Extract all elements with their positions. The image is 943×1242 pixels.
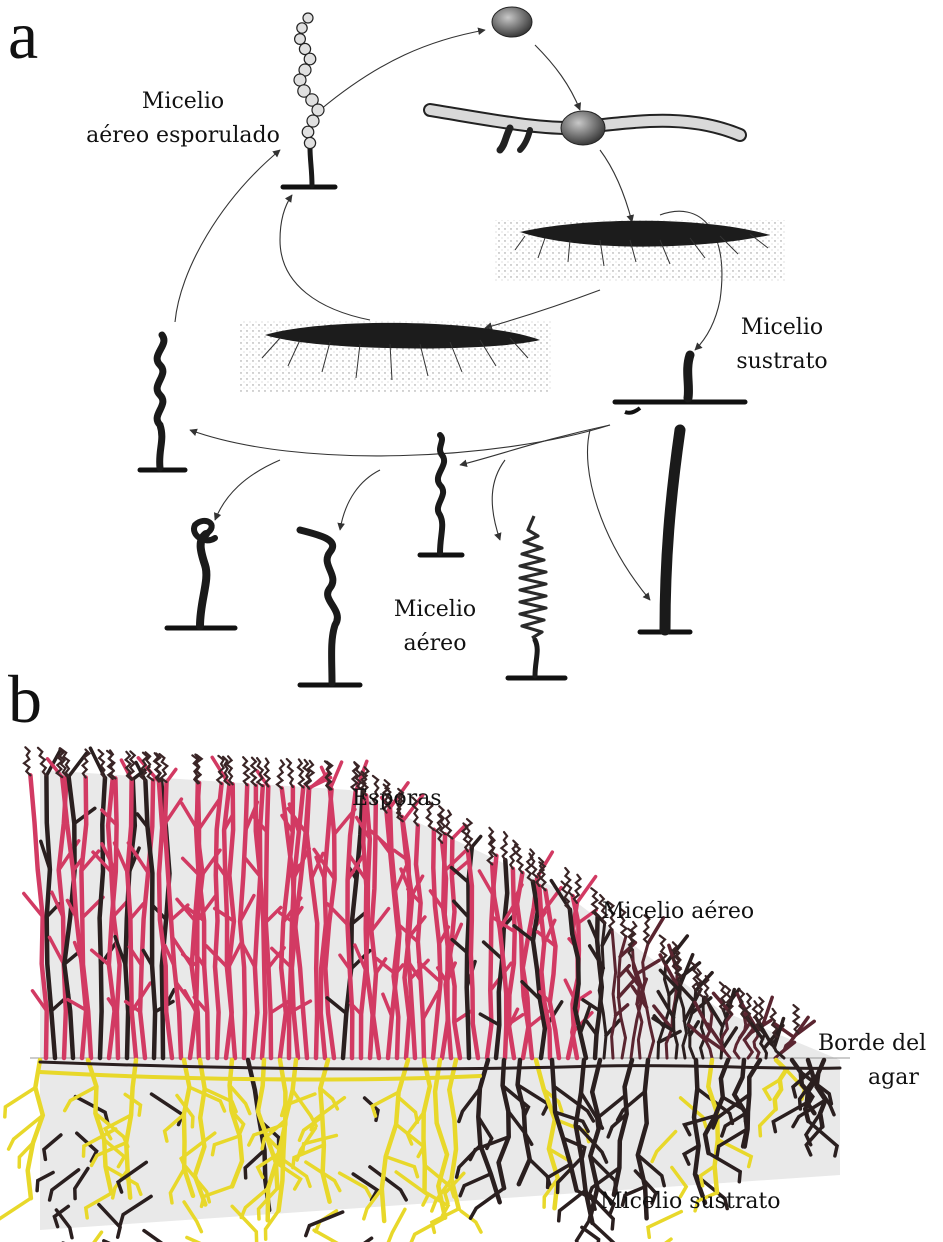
panel-b: b Esporas Micelio aéreo Borde del agar M…: [0, 661, 926, 1242]
arrow-spores-release: [320, 30, 485, 110]
substrate-hypha-branch: [559, 1190, 586, 1220]
loose-spiral-hypha: [300, 530, 360, 685]
label-aerial-line2: aéreo: [404, 631, 467, 656]
spore-chain: [501, 832, 507, 860]
arrow-to-straight-hypha: [588, 430, 651, 600]
substrate-hypha-branch: [87, 1232, 102, 1242]
substrate-hypha-branch: [187, 1238, 213, 1242]
arrow-to-substrate-colony: [600, 150, 632, 222]
spore-chain: [251, 758, 256, 786]
substrate-hypha-branch: [5, 1088, 36, 1117]
arrow-to-loose-spiral: [340, 470, 380, 530]
spore-chain: [287, 759, 293, 787]
substrate-hypha-branch: [314, 1230, 344, 1242]
substrate-hypha-branch: [0, 1198, 31, 1230]
spore-chain: [515, 845, 523, 873]
label-substrate-line1: Micelio: [741, 315, 823, 340]
label-aerial-sporulated-line1: Micelio: [142, 89, 224, 114]
spore-chain: [243, 757, 249, 785]
label-substrate-line2: sustrato: [736, 349, 827, 374]
spore: [492, 7, 532, 37]
panel-b-letter: b: [8, 661, 42, 737]
coiled-hypha-left: [140, 335, 185, 470]
sporulated-aerial-hypha: [283, 13, 335, 187]
spore-chain: [24, 747, 30, 775]
substrate-hypha: [615, 355, 745, 413]
substrate-colony: [495, 220, 785, 282]
label-aerial-line1: Micelio: [394, 597, 476, 622]
label-spores: Esporas: [352, 786, 442, 811]
label-aerial-sporulated-line2: aéreo esporulado: [86, 123, 280, 148]
label-agar-edge-line1: Borde del: [818, 1031, 926, 1056]
substrate-hypha-branch: [388, 1209, 405, 1242]
substrate-hypha-branch: [306, 1212, 343, 1236]
spore-chain: [298, 759, 304, 787]
spore-chain: [192, 755, 198, 783]
spore-chain: [591, 888, 597, 916]
straight-hypha: [640, 430, 690, 632]
arrow-coil-to-sporulated: [175, 150, 280, 322]
germinating-spore: [430, 110, 740, 150]
label-substrate-mycelium: Micelio sustrato: [600, 1189, 781, 1214]
tight-spiral-hypha: [508, 516, 565, 678]
panel-a: a: [8, 0, 828, 685]
aerial-colony: [240, 320, 552, 392]
substrate-hypha-branch: [144, 1231, 168, 1242]
substrate-hypha-branch: [350, 1238, 371, 1242]
substrate-hypha-branch: [410, 1218, 445, 1242]
hook-hypha: [167, 521, 235, 628]
arrow-to-sporulated: [280, 195, 370, 320]
arrow-to-hook-hypha: [215, 460, 280, 520]
spore-chain: [265, 759, 270, 787]
spore-chain: [446, 811, 452, 839]
substrate-hypha-branch: [648, 1212, 681, 1238]
spore-chain: [277, 760, 284, 788]
label-agar-edge-line2: agar: [868, 1065, 919, 1090]
arrow-germination: [535, 45, 580, 110]
label-aerial-mycelium: Micelio aéreo: [602, 899, 754, 924]
arrow-to-tight-spiral: [492, 460, 505, 540]
panel-a-letter: a: [8, 0, 38, 73]
